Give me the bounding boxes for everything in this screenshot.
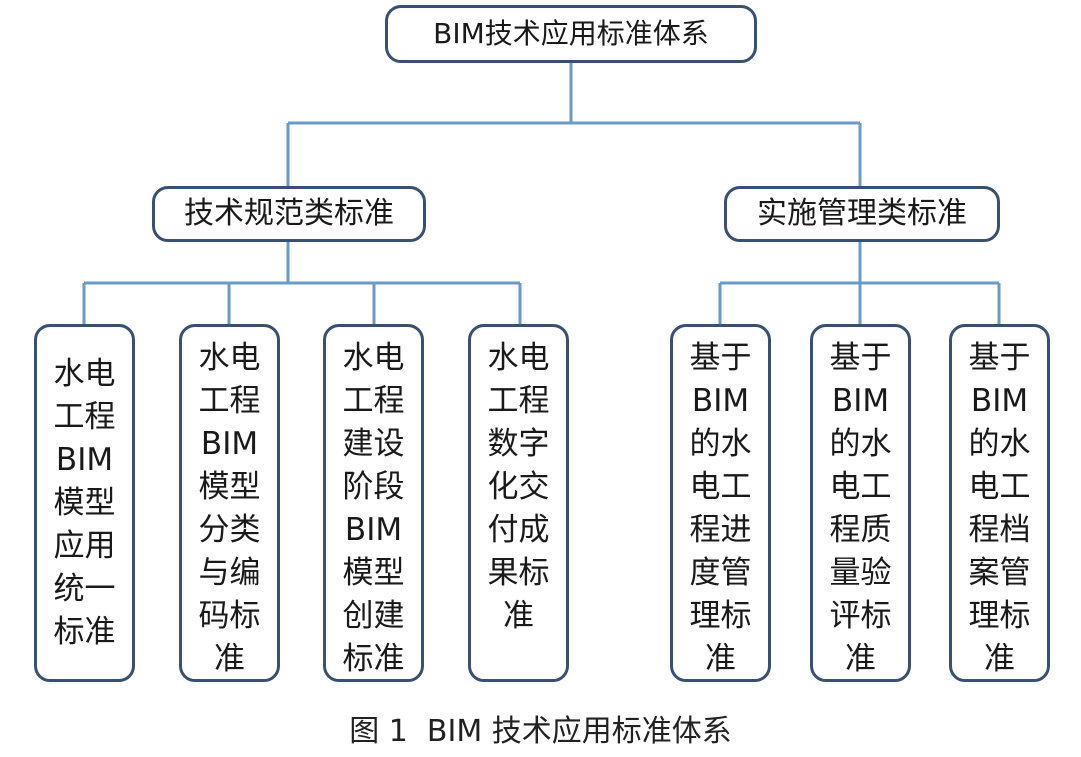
- leaf-node-model-application-standard: 水电工程BIM模型应用统一标准: [34, 324, 135, 682]
- leaf-node-schedule-management-standard: 基于BIM的水电工程进度管理标准: [670, 324, 771, 682]
- leaf-node-label: 基于BIM的水电工程质量验评标准: [829, 340, 892, 677]
- leaf-node-classification-coding-standard: 水电工程BIM模型分类与编码标准: [179, 324, 280, 682]
- leaf-node-digital-delivery-standard: 水电工程数字化交付成果标准: [468, 324, 569, 682]
- category-node-technical: 技术规范类标准: [152, 186, 426, 242]
- category-node-management: 实施管理类标准: [724, 186, 1000, 242]
- figure-caption: 图 1 BIM 技术应用标准体系: [0, 712, 1081, 752]
- root-node-label: BIM技术应用标准体系: [433, 17, 709, 50]
- category-node-technical-label: 技术规范类标准: [184, 196, 394, 231]
- leaf-node-archive-management-standard: 基于BIM的水电工程档案管理标准: [949, 324, 1050, 682]
- leaf-node-label: 水电工程BIM模型应用统一标准: [53, 355, 116, 650]
- leaf-node-model-creation-standard: 水电工程建设阶段BIM模型创建标准: [323, 324, 424, 682]
- leaf-node-label: 基于BIM的水电工程档案管理标准: [968, 340, 1031, 677]
- figure-number: 图 1: [349, 714, 408, 749]
- leaf-node-label: 水电工程数字化交付成果标准: [487, 340, 550, 634]
- leaf-node-label: 水电工程建设阶段BIM模型创建标准: [342, 340, 405, 677]
- leaf-node-label: 水电工程BIM模型分类与编码标准: [198, 340, 261, 677]
- figure-title: BIM 技术应用标准体系: [426, 714, 732, 749]
- category-node-management-label: 实施管理类标准: [757, 196, 967, 231]
- root-node: BIM技术应用标准体系: [385, 5, 757, 63]
- leaf-node-quality-evaluation-standard: 基于BIM的水电工程质量验评标准: [810, 324, 911, 682]
- leaf-node-label: 基于BIM的水电工程进度管理标准: [689, 340, 752, 677]
